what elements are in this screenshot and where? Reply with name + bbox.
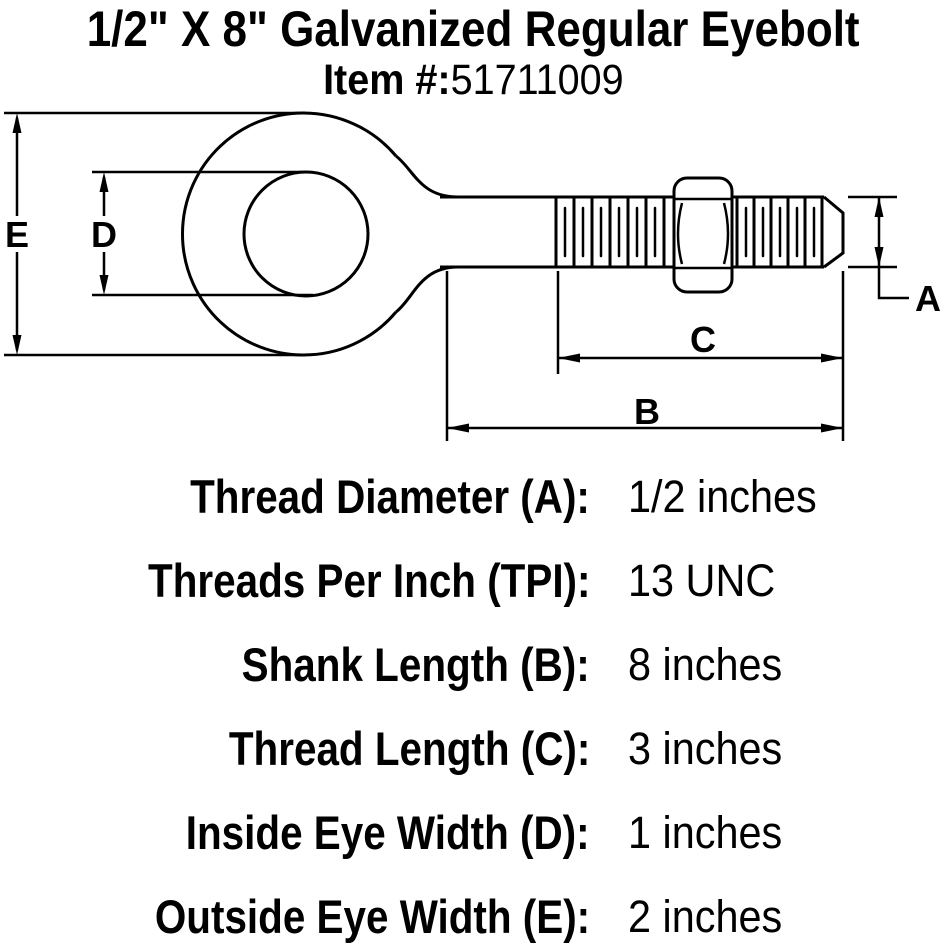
- spec-label: Threads Per Inch (TPI):: [147, 554, 590, 607]
- page-title: 1/2" X 8" Galvanized Regular Eyebolt: [0, 2, 946, 56]
- dim-a-arrow-down: [874, 247, 884, 267]
- dim-b-arrow-left: [447, 423, 469, 433]
- dim-label-e: E: [5, 214, 29, 255]
- dim-a-arrow-up: [874, 197, 884, 217]
- spec-label: Inside Eye Width (D):: [186, 806, 590, 859]
- spec-row-thread-length: Thread Length (C): 3 inches: [0, 718, 946, 780]
- dim-label-b: B: [634, 391, 660, 432]
- item-number-value: 51711009: [450, 56, 624, 104]
- hex-nut-facet-lines: [674, 197, 732, 270]
- dim-d-arrow-down: [99, 275, 109, 295]
- dim-label-a: A: [915, 278, 941, 319]
- thread-crest-lines: [554, 197, 824, 267]
- spec-value: 13 UNC: [628, 555, 776, 606]
- page-title-text: 1/2" X 8" Galvanized Regular Eyebolt: [86, 1, 860, 57]
- spec-value: 2 inches: [628, 891, 783, 942]
- eyebolt-technical-drawing: E D A C B: [4, 111, 941, 441]
- spec-label: Thread Diameter (A):: [190, 470, 590, 523]
- dim-b-arrow-right: [821, 423, 843, 433]
- spec-row-threads-per-inch: Threads Per Inch (TPI): 13 UNC: [0, 550, 946, 612]
- spec-value: 1 inches: [628, 807, 783, 858]
- dim-label-d: D: [91, 214, 117, 255]
- spec-label: Shank Length (B):: [241, 638, 590, 691]
- dim-e-extension-lines: [4, 111, 305, 357]
- dim-a-leader: [877, 267, 909, 300]
- spec-value: 1/2 inches: [628, 471, 817, 522]
- dim-e-arrow-up: [12, 113, 22, 133]
- spec-value: 8 inches: [628, 639, 783, 690]
- spec-row-thread-diameter: Thread Diameter (A): 1/2 inches: [0, 466, 946, 528]
- eye-inner-circle: [242, 170, 370, 298]
- spec-label: Outside Eye Width (E):: [154, 890, 590, 943]
- thread-root-lines: [563, 206, 816, 258]
- dim-a-extension-lines: [848, 195, 897, 269]
- spec-row-outside-eye-width: Outside Eye Width (E): 2 inches: [0, 886, 946, 948]
- eye-to-shank-curve-bottom: [395, 265, 459, 314]
- spec-row-inside-eye-width: Inside Eye Width (D): 1 inches: [0, 802, 946, 864]
- shank-end-chamfer: [823, 195, 845, 269]
- dim-d-extension-lines: [92, 170, 313, 297]
- hex-nut-body: [672, 176, 734, 294]
- dim-c-arrow-left: [558, 353, 580, 363]
- eye-outer-circle: [181, 111, 398, 357]
- dim-c-arrow-right: [821, 353, 843, 363]
- item-number-line: Item #:51711009: [0, 56, 946, 104]
- dim-label-c: C: [690, 319, 716, 360]
- spec-row-shank-length: Shank Length (B): 8 inches: [0, 634, 946, 696]
- dim-e-arrow-down: [12, 335, 22, 355]
- eye-to-shank-curve-top: [395, 154, 459, 199]
- spec-value: 3 inches: [628, 723, 783, 774]
- spec-label: Thread Length (C):: [228, 722, 590, 775]
- dim-d-arrow-up: [99, 172, 109, 192]
- item-number-label: Item #:: [322, 56, 451, 104]
